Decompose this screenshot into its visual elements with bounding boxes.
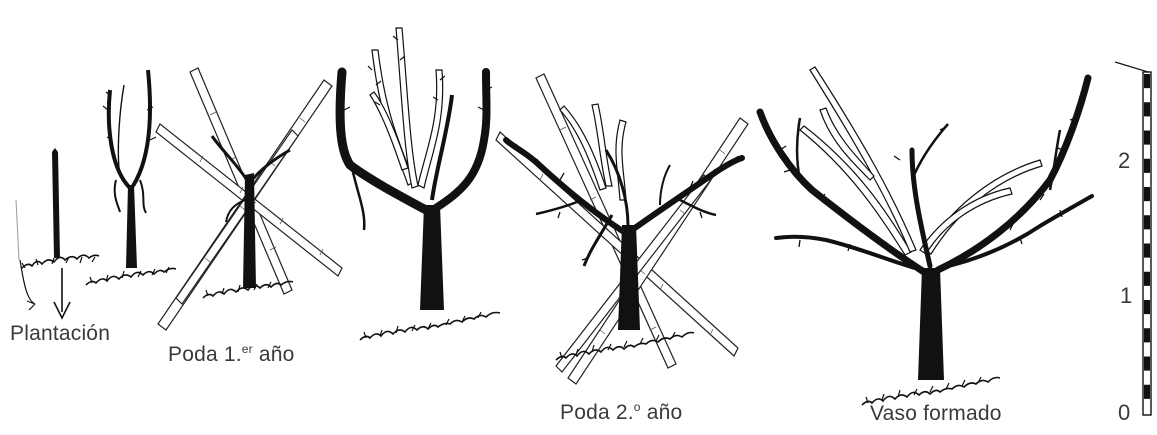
scale-segment <box>1144 131 1150 145</box>
scale-segment <box>1144 244 1150 258</box>
scale-segment <box>1144 187 1150 201</box>
young-tree-drawing <box>337 28 500 340</box>
vaso-drawing <box>760 67 1092 405</box>
scale-segment <box>1144 357 1150 371</box>
label-poda2-sup: o <box>634 400 641 414</box>
label-poda2-main: Poda 2. <box>560 401 634 424</box>
label-plantacion: Plantación <box>10 322 110 346</box>
scale-segment <box>1144 328 1150 342</box>
label-poda1-tail: año <box>253 343 295 366</box>
scale-tick-2: 2 <box>1118 148 1130 174</box>
scale-tick-1: 1 <box>1120 283 1132 309</box>
scale-segment <box>1144 300 1150 314</box>
scale-segment <box>1144 385 1150 399</box>
label-poda2: Poda 2.o año <box>560 400 682 425</box>
scale-segment <box>1144 272 1150 286</box>
label-vaso: Vaso formado <box>870 402 1002 426</box>
label-poda1-main: Poda 1. <box>168 343 242 366</box>
label-poda2-tail: año <box>641 401 683 424</box>
scale-segment <box>1144 215 1150 229</box>
scale-segment <box>1144 159 1150 173</box>
height-scale-bar <box>1115 62 1151 415</box>
label-poda1: Poda 1.er año <box>168 342 295 367</box>
scale-segment <box>1144 74 1150 88</box>
label-poda1-sup: er <box>242 342 253 356</box>
poda2-drawing <box>496 74 748 384</box>
scale-tick-0: 0 <box>1118 400 1130 426</box>
poda1-drawing <box>156 68 342 330</box>
plantacion-drawing <box>16 70 176 318</box>
scale-segment <box>1144 102 1150 116</box>
